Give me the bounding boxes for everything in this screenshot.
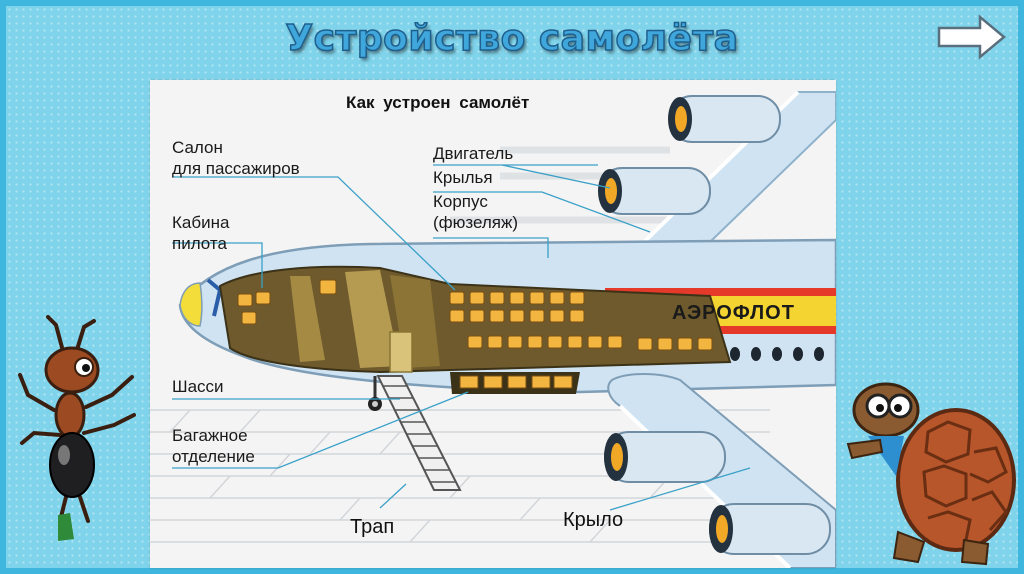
label-wing: Крыло	[563, 509, 623, 532]
diagram-heading: Как устроен самолёт	[346, 93, 529, 113]
label-salon: Салон для пассажиров	[172, 137, 300, 179]
label-gear: Шасси	[172, 376, 224, 397]
turtle-character	[838, 372, 1018, 567]
label-baggage: Багажное отделение	[172, 425, 255, 467]
airline-brand: АЭРОФЛОТ	[672, 302, 795, 325]
label-wings: Крылья	[433, 167, 493, 188]
label-body-line2: (фюзеляж)	[433, 212, 518, 233]
label-body-line1: Корпус	[433, 191, 518, 212]
label-cabin-line1: Кабина	[172, 212, 229, 233]
label-salon-line2: для пассажиров	[172, 158, 300, 179]
baggage-boxes	[460, 376, 572, 388]
engine-lower-2	[709, 504, 830, 554]
arrow-right-icon	[936, 13, 1008, 61]
airplane-diagram: Как устроен самолёт Салон для пассажиров…	[150, 80, 836, 568]
boarding-ramp	[378, 376, 460, 490]
label-cabin: Кабина пилота	[172, 212, 229, 254]
label-body: Корпус (фюзеляж)	[433, 191, 518, 233]
slide-title: Устройство самолёта	[0, 18, 1024, 59]
label-salon-line1: Салон	[172, 137, 300, 158]
label-engine: Двигатель	[433, 143, 513, 164]
label-baggage-line1: Багажное	[172, 425, 255, 446]
engine-upper-2	[598, 168, 710, 214]
engine-lower-1	[604, 432, 725, 482]
label-ramp: Трап	[350, 516, 394, 539]
ant-character	[14, 315, 144, 545]
label-cabin-line2: пилота	[172, 233, 229, 254]
label-baggage-line2: отделение	[172, 446, 255, 467]
next-slide-button[interactable]	[936, 13, 1008, 61]
engine-upper-1	[668, 96, 780, 142]
